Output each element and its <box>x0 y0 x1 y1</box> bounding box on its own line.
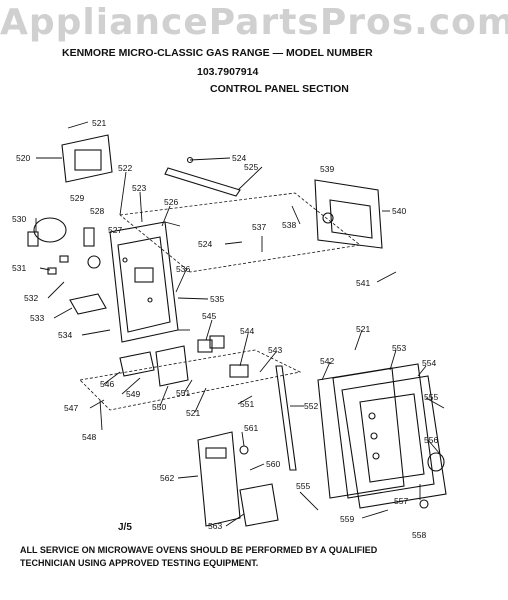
callout-542: 542 <box>320 356 334 366</box>
leader-lines <box>35 121 445 527</box>
callout-543: 543 <box>268 345 282 355</box>
callout-548: 548 <box>82 432 96 442</box>
callout-546: 546 <box>100 379 114 389</box>
callout-539: 539 <box>320 164 334 174</box>
model-number: 103.7907914 <box>197 66 259 78</box>
callout-535: 535 <box>210 294 224 304</box>
callout-559: 559 <box>340 514 354 524</box>
callout-547: 547 <box>64 403 78 413</box>
control-panel-frame <box>109 221 190 343</box>
callout-554: 554 <box>422 358 436 368</box>
switches-545-544 <box>119 335 249 387</box>
part-561 <box>239 445 249 455</box>
service-note-line1: ALL SERVICE ON MICROWAVE OVENS SHOULD BE… <box>20 545 378 555</box>
callout-527: 527 <box>108 225 122 235</box>
part-530-529 <box>27 217 101 275</box>
callout-549: 549 <box>126 389 140 399</box>
callout-544: 544 <box>240 326 254 336</box>
callout-540: 540 <box>392 206 406 216</box>
diagram-title: KENMORE MICRO-CLASSIC GAS RANGE — MODEL … <box>62 47 373 59</box>
strip-552 <box>275 365 297 471</box>
keypad-563 <box>239 483 279 527</box>
assembly-outline <box>119 192 361 273</box>
callout-538: 538 <box>282 220 296 230</box>
callout-533: 533 <box>30 313 44 323</box>
control-board-562 <box>197 431 241 527</box>
callout-520: 520 <box>16 153 30 163</box>
callout-525: 525 <box>244 162 258 172</box>
callout-551-b: 551 <box>240 399 254 409</box>
callout-555-b: 555 <box>296 481 310 491</box>
callout-537: 537 <box>252 222 266 232</box>
callout-557: 557 <box>394 496 408 506</box>
bracket-520 <box>61 134 113 183</box>
callout-529: 529 <box>70 193 84 203</box>
callout-550: 550 <box>152 402 166 412</box>
callout-521-c: 521 <box>186 408 200 418</box>
section-title: CONTROL PANEL SECTION <box>210 83 349 95</box>
callout-523: 523 <box>132 183 146 193</box>
callout-541: 541 <box>356 278 370 288</box>
watermark: AppliancePartsPros.com <box>0 2 508 43</box>
callout-552: 552 <box>304 401 318 411</box>
callout-561: 561 <box>244 423 258 433</box>
service-note-line2: TECHNICIAN USING APPROVED TESTING EQUIPM… <box>20 558 259 568</box>
callout-528: 528 <box>90 206 104 216</box>
callout-553: 553 <box>392 343 406 353</box>
callout-526: 526 <box>164 197 178 207</box>
callout-522: 522 <box>118 163 132 173</box>
callout-530: 530 <box>12 214 26 224</box>
bracket-540 <box>314 179 383 249</box>
page-number: J/5 <box>118 522 132 533</box>
callout-532: 532 <box>24 293 38 303</box>
callout-521: 521 <box>92 118 106 128</box>
callout-521-b: 521 <box>356 324 370 334</box>
callout-560: 560 <box>266 459 280 469</box>
callout-562: 562 <box>160 473 174 483</box>
callout-545: 545 <box>202 311 216 321</box>
callout-556: 556 <box>424 435 438 445</box>
callout-534: 534 <box>58 330 72 340</box>
callout-524-b: 524 <box>198 239 212 249</box>
door-assembly <box>317 363 447 509</box>
callout-524: 524 <box>232 153 246 163</box>
callout-labels: 521 520 524 525 522 523 526 529 528 527 … <box>12 118 438 540</box>
callout-555: 555 <box>424 392 438 402</box>
plate-533 <box>69 293 107 315</box>
callout-536: 536 <box>176 264 190 274</box>
callout-551: 551 <box>176 388 190 398</box>
callout-558: 558 <box>412 530 426 540</box>
callout-531: 531 <box>12 263 26 273</box>
part-558 <box>419 499 429 509</box>
callout-563: 563 <box>208 521 222 531</box>
rail-525 <box>164 156 241 197</box>
